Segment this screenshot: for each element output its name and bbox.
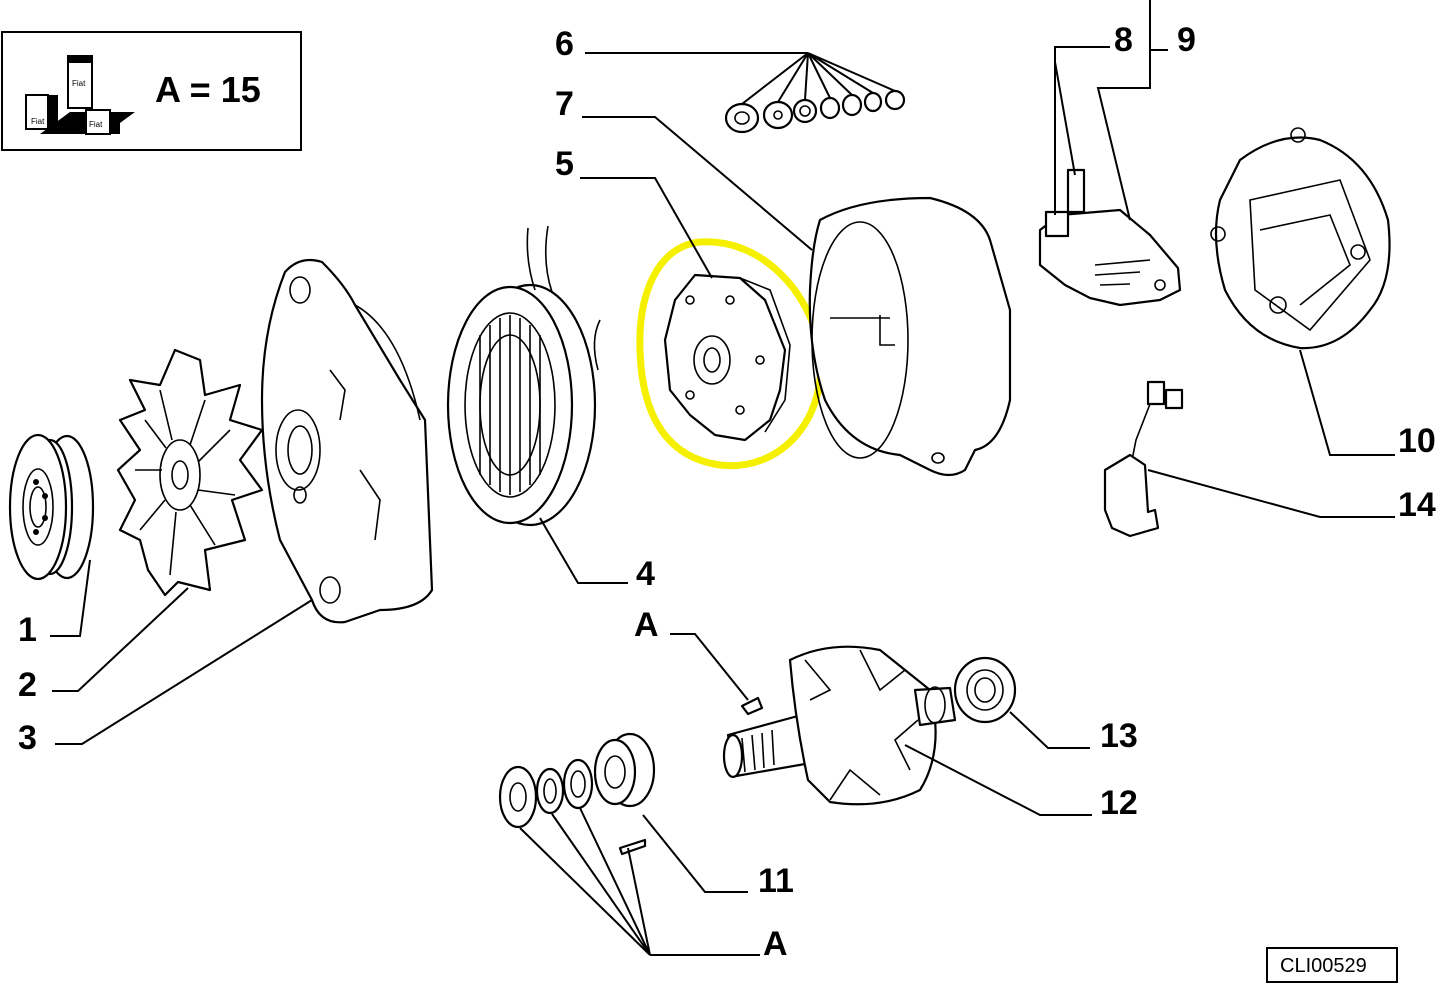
part-key: [740, 696, 764, 716]
part-rear-cover: [1210, 127, 1391, 350]
callout-11: 11: [758, 862, 794, 900]
icon-label: Fiat: [31, 117, 45, 126]
drawing-code: CLI00529: [1280, 955, 1367, 977]
callout-8: 8: [1114, 21, 1133, 59]
callout-10: 10: [1398, 422, 1436, 460]
part-front-bearing-set: [498, 732, 656, 856]
callout-1: 1: [18, 611, 37, 649]
part-connector: [1103, 380, 1184, 538]
part-rotor: [722, 645, 957, 806]
callout-14: 14: [1398, 486, 1436, 524]
part-pulley: [8, 433, 95, 581]
callout-13: 13: [1100, 717, 1138, 755]
callout-12: 12: [1100, 784, 1138, 822]
legend-text: A = 15: [155, 69, 261, 110]
part-rectifier: [636, 238, 825, 470]
part-rear-housing: [808, 196, 1012, 477]
legend-box: Fiat Fiat Fiat A = 15: [1, 31, 302, 151]
callout-4: 4: [636, 555, 655, 593]
leader-lines: [50, 0, 1395, 956]
sealant-icon: Fiat Fiat Fiat: [25, 55, 135, 135]
part-stator: [446, 225, 601, 527]
callout-9: 9: [1177, 21, 1196, 59]
highlight-circle: [636, 238, 825, 470]
callout-labels: 1 2 3 4 5 6 7 8 9 10 11 12 13 14 A A: [18, 21, 1436, 963]
icon-label: Fiat: [72, 79, 86, 88]
callout-3: 3: [18, 719, 37, 757]
callout-a-upper: A: [634, 606, 659, 644]
callout-7: 7: [555, 85, 574, 123]
callout-5: 5: [555, 145, 574, 183]
callout-a-lower: A: [763, 925, 788, 963]
part-fan: [116, 348, 264, 597]
part-rear-bearing: [953, 656, 1017, 724]
part-regulator: [1038, 168, 1182, 307]
drawing-code-box: CLI00529: [1266, 947, 1398, 983]
callout-6: 6: [555, 25, 574, 63]
part-washer-set: [724, 89, 906, 134]
icon-label: Fiat: [89, 120, 103, 129]
callout-2: 2: [18, 666, 37, 704]
part-front-housing: [260, 258, 434, 624]
